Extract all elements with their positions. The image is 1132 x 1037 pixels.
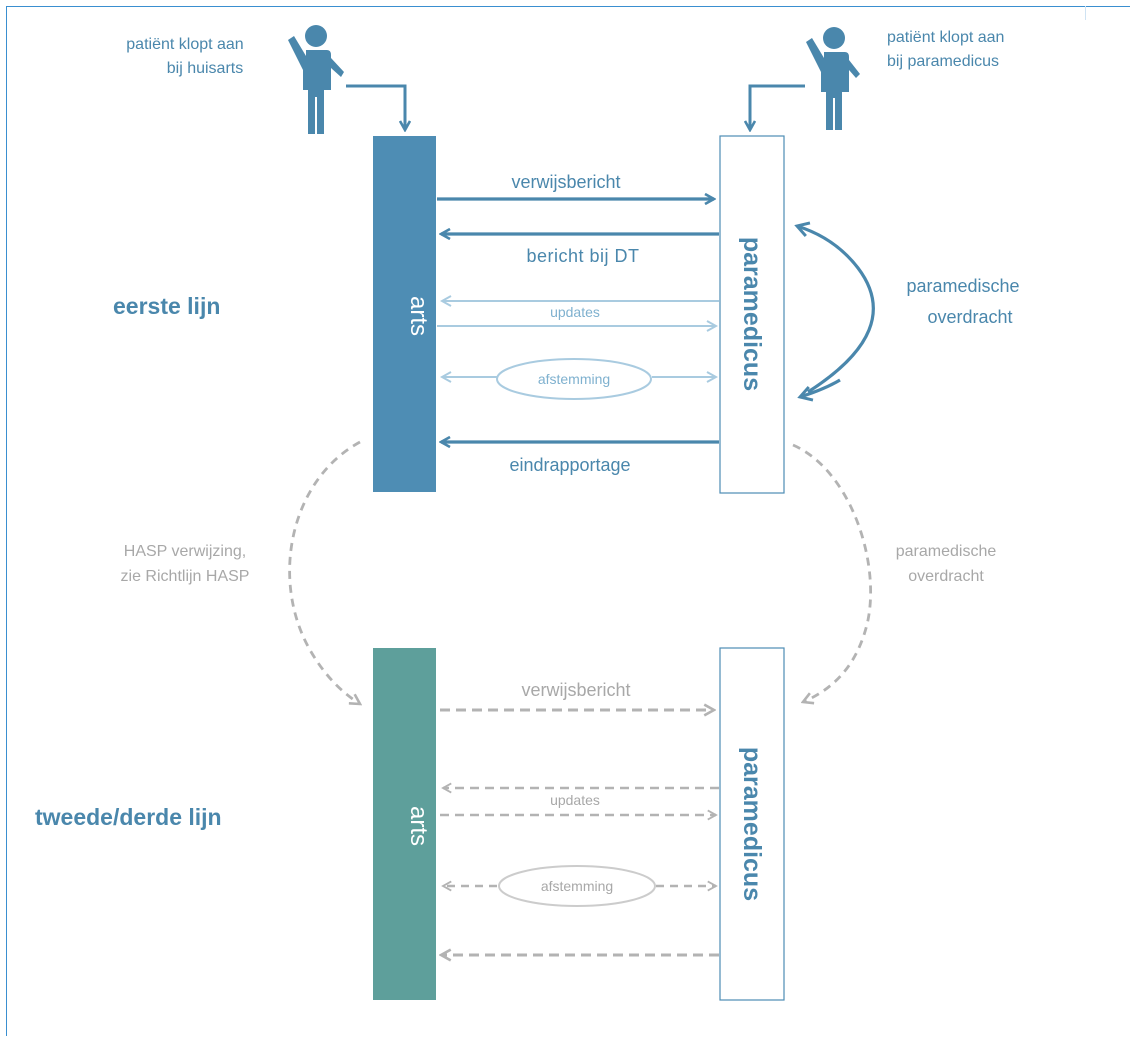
handover-curved-arrow (797, 226, 875, 394)
handover-top-label-line2: overdracht (927, 307, 1012, 327)
paramedic-box-bottom (719, 647, 785, 1001)
transition-left-label-line2: zie Richtlijn HASP (121, 568, 250, 585)
transition-left-dashed-arrow (288, 440, 360, 704)
paramedic-box-top (719, 135, 785, 494)
doctor-bar-top (373, 136, 436, 492)
msg-alignment-bottom-bubble (498, 865, 656, 907)
patient-left-icon (288, 25, 344, 134)
msg-alignment-bottom-label: afstemming (541, 878, 613, 894)
doctor-label-top: arts (405, 296, 432, 336)
msg-updates-bottom-label: updates (550, 792, 600, 808)
patient-left-label-line1: patiënt klopt aan (126, 36, 243, 53)
frame-tick (1085, 6, 1086, 20)
paramedic-label-top: paramedicus (738, 237, 766, 391)
patient-left-label-line2: bij huisarts (167, 60, 243, 77)
msg-alignment-top-label: afstemming (538, 371, 610, 387)
msg-start-top-label: bericht bij DT (526, 246, 639, 266)
msg-final-top-label: eindrapportage (509, 455, 630, 475)
section-label-second-third-line: tweede/derde lijn (35, 804, 222, 830)
patient-right-icon (806, 27, 860, 130)
handover-curved-arrow-tail (800, 378, 841, 397)
patient-right-label-line1: patiënt klopt aan (887, 29, 1004, 46)
patient-right-label-line2: bij paramedicus (887, 53, 999, 70)
paramedic-label-bottom: paramedicus (738, 747, 766, 901)
doctor-bar-bottom (373, 648, 436, 1000)
transition-left-label-line1: HASP verwijzing, (124, 543, 246, 560)
doctor-label-bottom: arts (405, 806, 432, 846)
msg-referral-top-label: verwijsbericht (511, 172, 620, 192)
entry-arrow-right (750, 84, 805, 130)
diagram-frame (6, 6, 1130, 1036)
msg-referral-bottom-label: verwijsbericht (521, 680, 630, 700)
msg-updates-top-label: updates (550, 304, 600, 320)
transition-right-dashed-arrow (792, 443, 872, 702)
section-label-first-line: eerste lijn (113, 293, 220, 319)
transition-right-label-line1: paramedische (896, 543, 997, 560)
transition-right-label-line2: overdracht (908, 568, 984, 585)
entry-arrow-left (346, 84, 405, 130)
handover-top-label-line1: paramedische (906, 276, 1019, 296)
msg-alignment-top-bubble (496, 358, 652, 400)
